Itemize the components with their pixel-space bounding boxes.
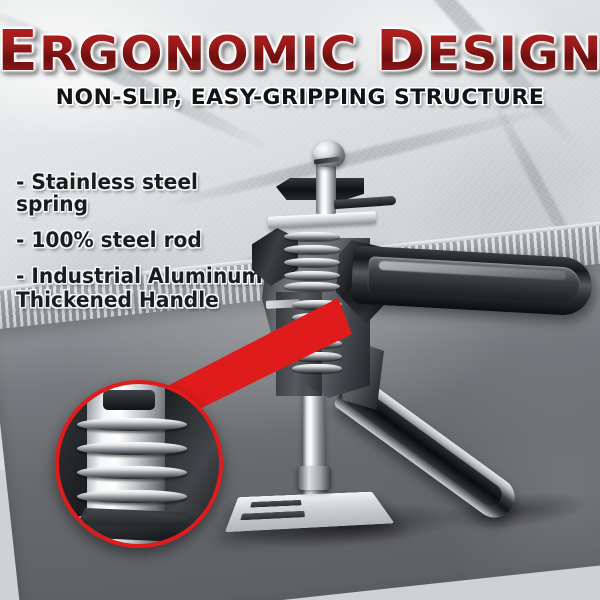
lower-spring-stack xyxy=(292,300,342,374)
magnified-top-cap xyxy=(103,390,155,410)
feature-item-steel-rod: - 100% steel rod xyxy=(16,227,202,252)
upper-black-handle xyxy=(350,245,594,317)
headline-block: ERGONOMIC DESIGN NON-SLIP, EASY-GRIPPING… xyxy=(0,24,600,109)
magnifier-detail-circle xyxy=(55,380,223,548)
feature-list: - Stainless steel spring - 100% steel ro… xyxy=(16,170,284,327)
magnified-base xyxy=(71,508,200,542)
rubber-pad xyxy=(240,510,306,521)
upper-spring-stack xyxy=(284,232,340,292)
rod-collar xyxy=(297,466,331,490)
page-subtitle: NON-SLIP, EASY-GRIPPING STRUCTURE xyxy=(55,85,545,109)
rubber-pad xyxy=(250,499,302,508)
feature-item-spring: - Stainless steel spring xyxy=(16,170,198,216)
steel-post xyxy=(316,162,336,214)
